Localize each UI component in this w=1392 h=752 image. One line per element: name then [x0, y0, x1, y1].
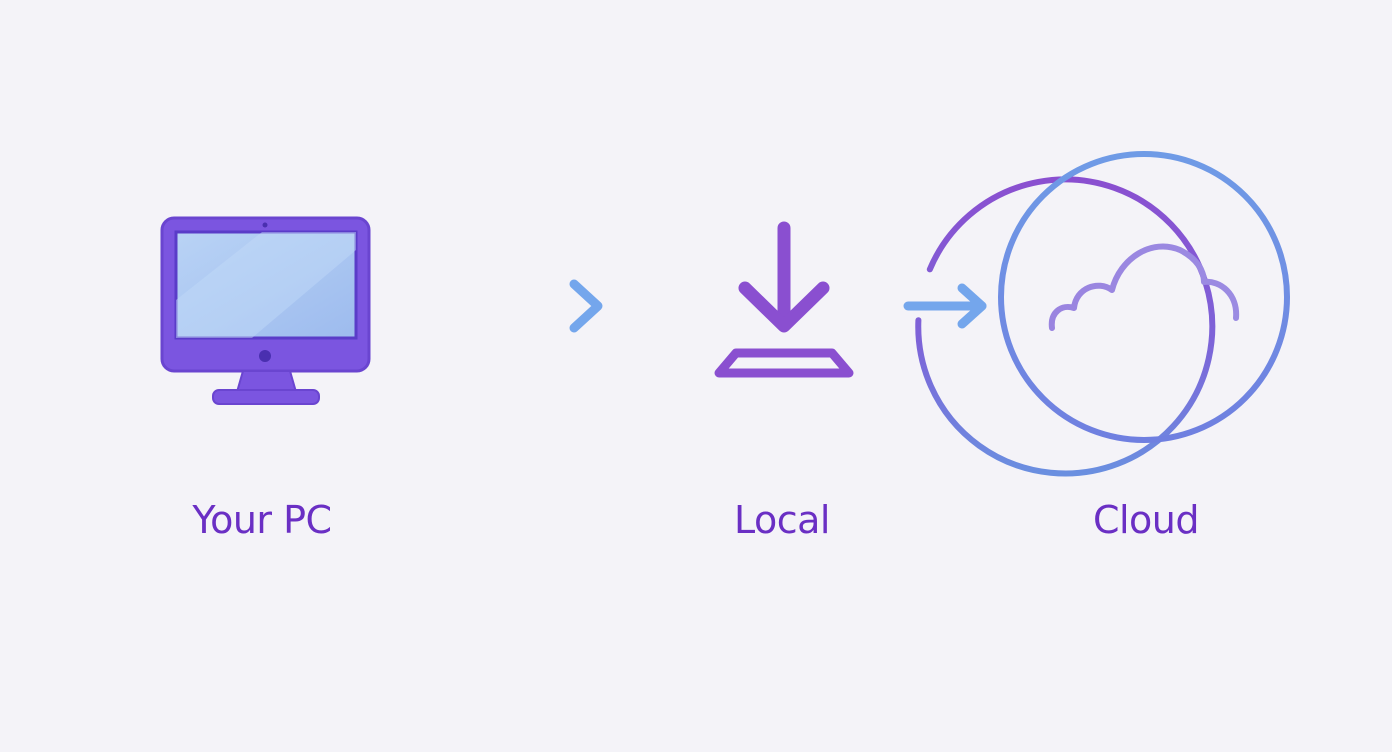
arrow-local-to-cloud: [903, 283, 987, 329]
arrow-pc-to-local: [426, 279, 603, 333]
cloud-ring: [998, 151, 1290, 443]
monitor-icon: [160, 216, 371, 405]
label-your-pc: Your PC: [192, 498, 332, 542]
label-cloud: Cloud: [1092, 498, 1200, 542]
local-ring: [915, 176, 1216, 477]
label-local: Local: [734, 498, 831, 542]
download-icon: [714, 221, 854, 378]
cloud-icon: [1048, 243, 1240, 331]
